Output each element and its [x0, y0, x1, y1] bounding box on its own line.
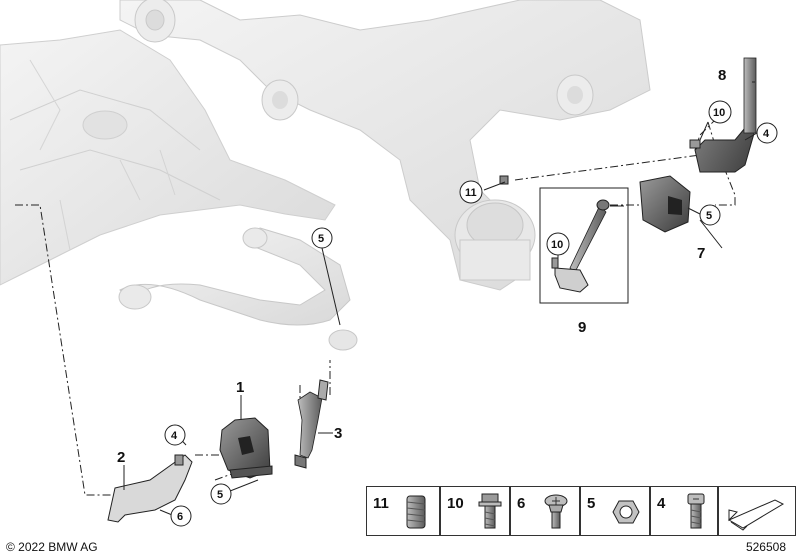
rear-subframe-ghost: [119, 0, 651, 291]
legend-label-11: 11: [373, 495, 389, 512]
callout-2: 2: [117, 449, 125, 466]
part-1-sensor: [219, 417, 273, 479]
callout-circle-10b: 10: [546, 232, 570, 256]
underbody-panel-ghost: [0, 29, 336, 286]
callout-circle-11: 11: [459, 180, 483, 204]
legend-cell-arrow: [718, 486, 796, 536]
legend-label-5: 5: [587, 495, 596, 512]
part-8-bracket: [694, 57, 757, 173]
legend-cell-10: 10: [440, 486, 510, 536]
callout-circle-5b: 5: [210, 483, 232, 505]
callout-circle-5a: 5: [311, 227, 333, 249]
callout-8: 8: [718, 67, 726, 84]
svg-text:10: 10: [713, 107, 725, 119]
flange-bolt-icon: [478, 493, 502, 529]
legend-label-4: 4: [657, 495, 666, 512]
callout-circle-4b: 4: [756, 122, 778, 144]
hex-nut-icon: [612, 500, 640, 524]
legend-cell-6: 6: [510, 486, 580, 536]
leader-lines: [123, 81, 758, 518]
part-2-bracket: [107, 454, 193, 523]
hex-head-screw-icon: [687, 493, 705, 529]
callouts-circled: 5 4 5 6 10 4 11 5 10: [164, 100, 778, 527]
part-9-linkage: [539, 187, 629, 304]
legend-cell-5: 5: [580, 486, 650, 536]
part-3-linkage: [294, 379, 329, 469]
callout-3: 3: [334, 425, 342, 442]
legend-label-6: 6: [517, 495, 526, 512]
torx-screw-icon: [544, 494, 568, 529]
legend-cell-4: 4: [650, 486, 718, 536]
control-arm-ghost: [118, 227, 358, 351]
small-fasteners: [174, 139, 701, 466]
svg-text:5: 5: [706, 210, 712, 222]
copyright-text: © 2022 BMW AG: [6, 540, 98, 554]
svg-text:11: 11: [465, 187, 477, 199]
svg-text:4: 4: [763, 128, 770, 140]
callouts-plain: 1 2 3 7 8 9: [117, 67, 726, 466]
diagram-id: 526508: [745, 540, 786, 554]
part-7-sensor: [639, 175, 691, 233]
svg-text:6: 6: [177, 511, 183, 523]
callout-9: 9: [578, 319, 586, 336]
reference-lines: [15, 119, 736, 496]
callout-circle-5c: 5: [699, 204, 721, 226]
legend-label-10: 10: [447, 495, 464, 512]
threaded-insert-icon: [406, 495, 426, 529]
callout-circle-6: 6: [170, 505, 192, 527]
svg-text:10: 10: [551, 239, 563, 251]
callout-1: 1: [236, 379, 244, 396]
svg-text:5: 5: [217, 489, 223, 501]
legend-cell-11: 11: [366, 486, 440, 536]
direction-arrow-icon: [727, 499, 785, 531]
svg-text:4: 4: [171, 430, 178, 442]
svg-text:5: 5: [318, 233, 324, 245]
callout-7: 7: [697, 245, 705, 262]
callout-circle-10a: 10: [708, 100, 732, 124]
callout-circle-4a: 4: [164, 424, 186, 446]
